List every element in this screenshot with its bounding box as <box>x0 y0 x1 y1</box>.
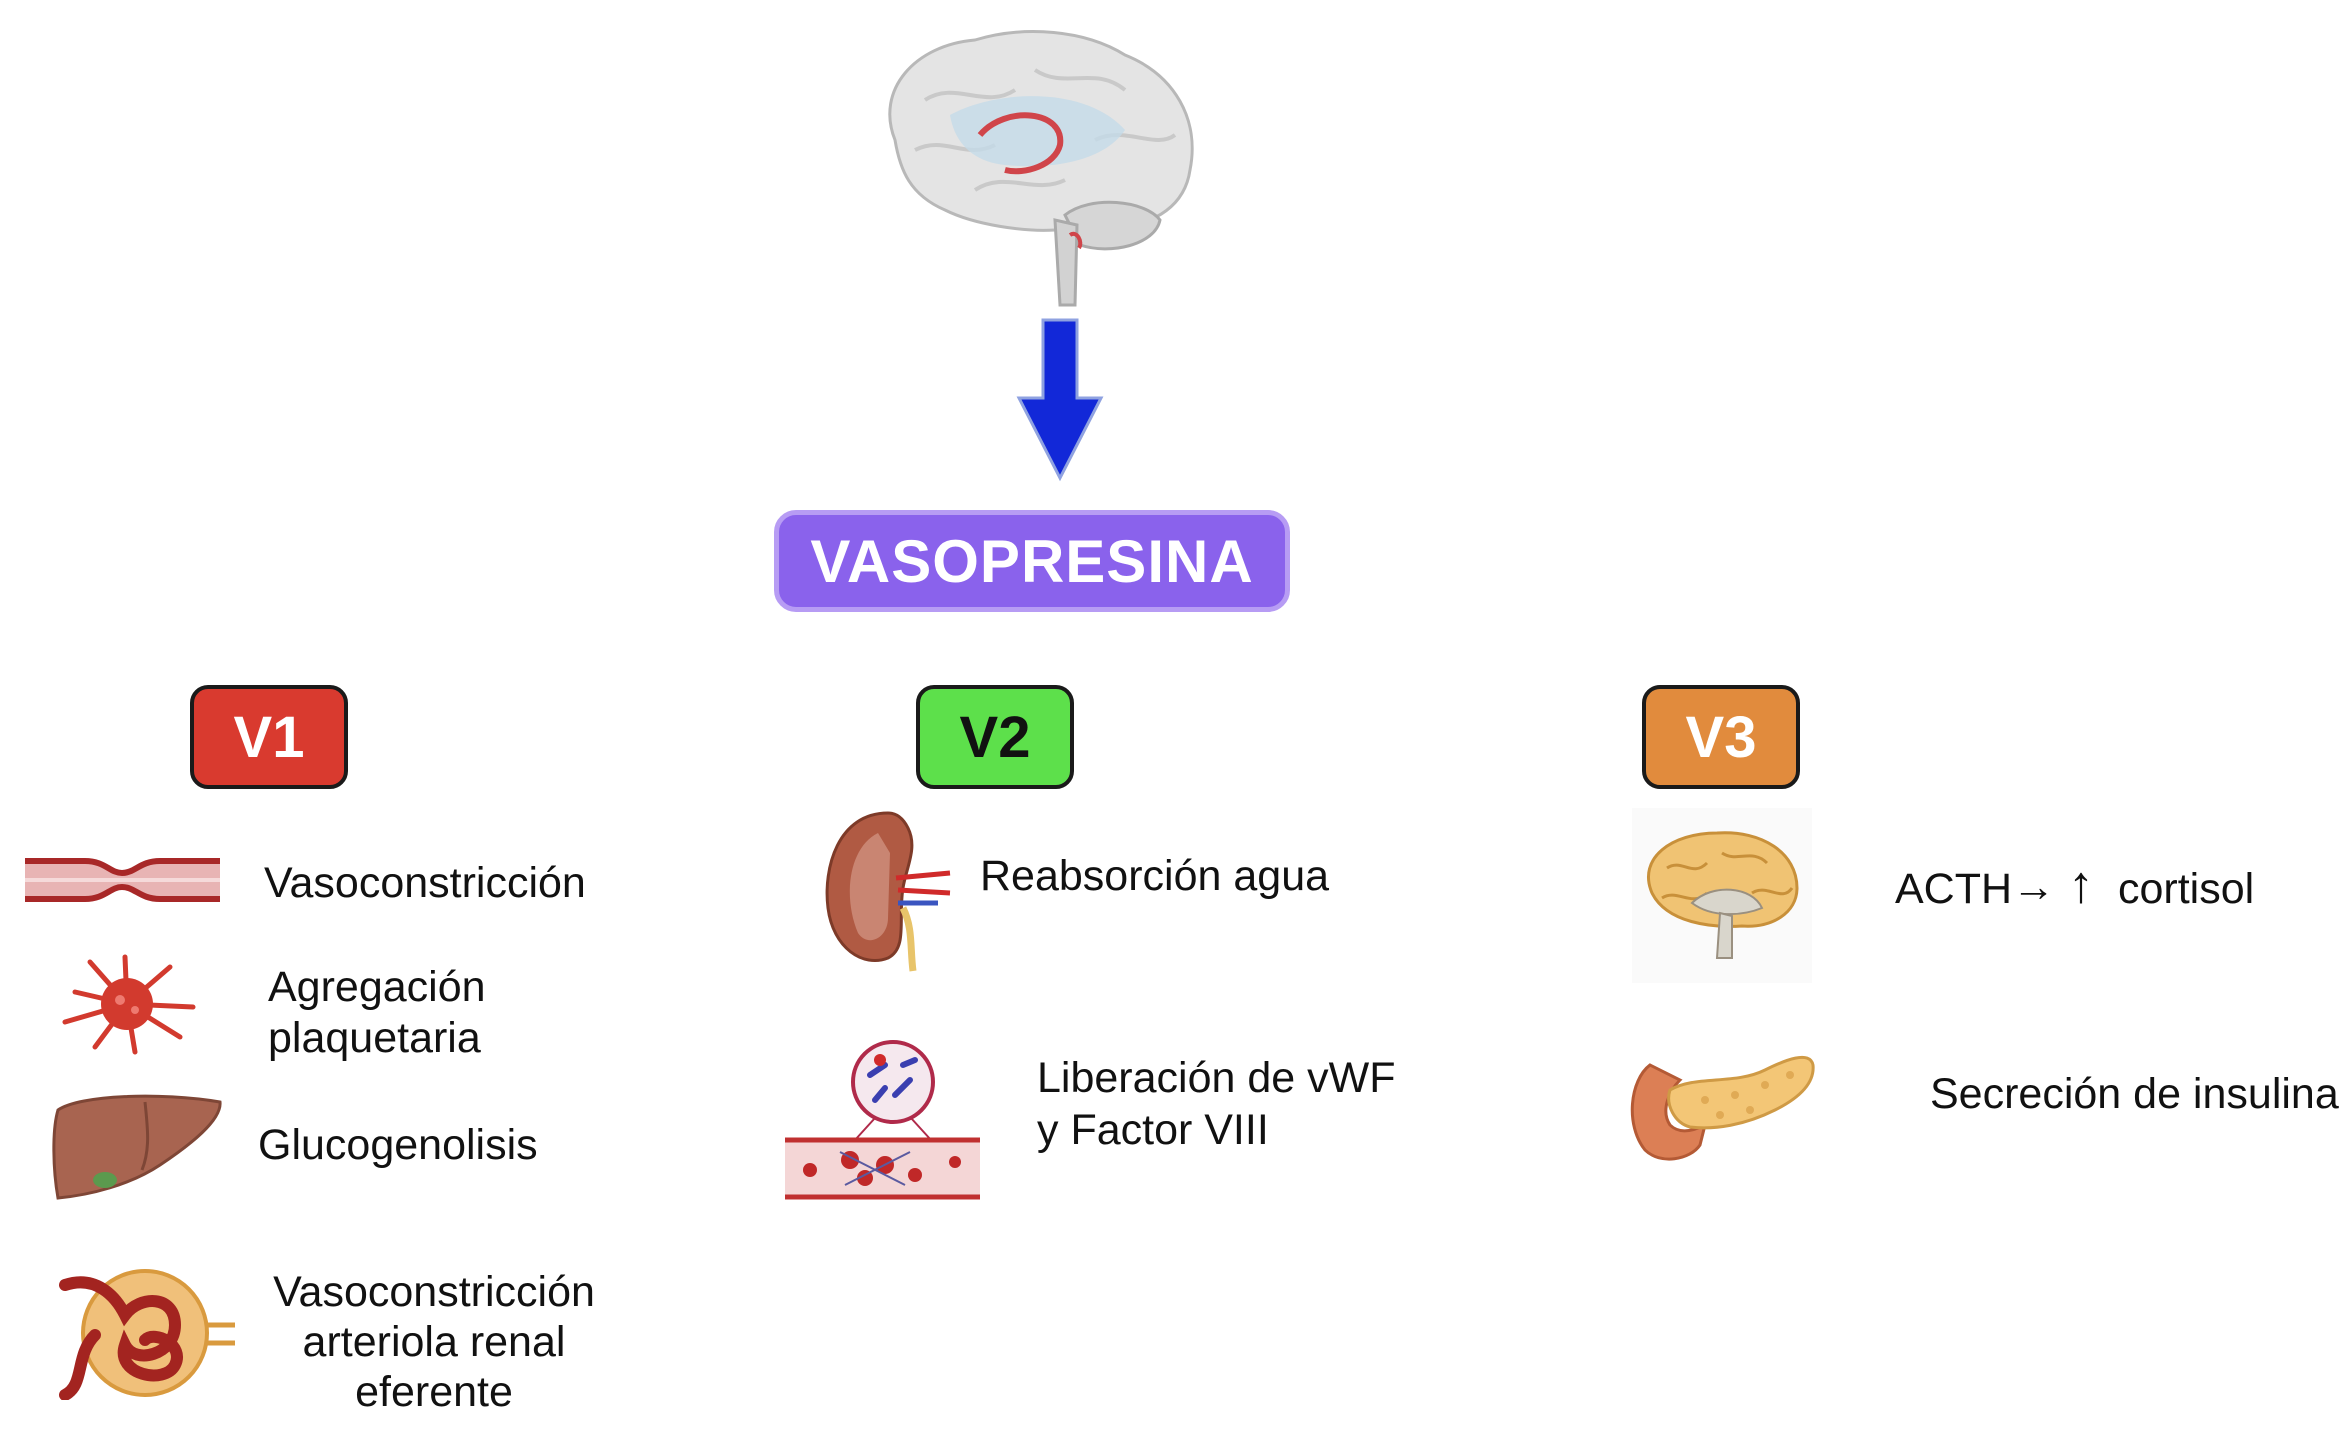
effect-label: eferente <box>355 1368 513 1416</box>
effect-label: arteriola renal <box>302 1318 566 1366</box>
effect-label: ACTH <box>1895 865 2013 913</box>
receptor-v3-box: V3 <box>1642 685 1800 789</box>
effect-label: plaquetaria <box>268 1014 481 1062</box>
down-arrow-icon <box>1015 318 1105 483</box>
effect-label: Glucogenolisis <box>258 1121 538 1169</box>
effect-label: Reabsorción agua <box>980 852 1330 900</box>
pancreas-icon <box>1625 1045 1815 1170</box>
vasopresina-title-box: VASOPRESINA <box>774 510 1290 612</box>
effect-label: Liberación de vWF <box>1037 1054 1396 1102</box>
up-arrow-glyph: ↑ <box>2068 856 2094 914</box>
effect-label: Vasoconstricción <box>273 1268 595 1316</box>
pituitary-brain-icon <box>1632 808 1812 983</box>
effect-label: cortisol <box>2118 865 2255 913</box>
effect-label: Vasoconstricción <box>264 859 586 907</box>
receptor-v3-label: V3 <box>1685 704 1757 770</box>
brain-icon <box>855 20 1215 320</box>
platelet-icon <box>55 952 200 1057</box>
receptor-v2-box: V2 <box>916 685 1074 789</box>
receptor-v1-label: V1 <box>233 704 305 770</box>
blood-vessel-icon <box>25 858 220 902</box>
glomerulus-icon <box>55 1265 235 1400</box>
effect-label: Secreción de insulina <box>1930 1070 2339 1118</box>
effect-label: y Factor VIII <box>1037 1106 1269 1154</box>
liver-icon <box>50 1090 230 1200</box>
receptor-v1-box: V1 <box>190 685 348 789</box>
effect-label: Agregación <box>268 963 486 1011</box>
right-arrow-glyph: → <box>2012 863 2055 911</box>
coagulation-vessel-icon <box>785 1040 980 1200</box>
kidney-icon <box>818 808 953 973</box>
receptor-v2-label: V2 <box>959 704 1031 770</box>
page-title: VASOPRESINA <box>810 527 1254 595</box>
